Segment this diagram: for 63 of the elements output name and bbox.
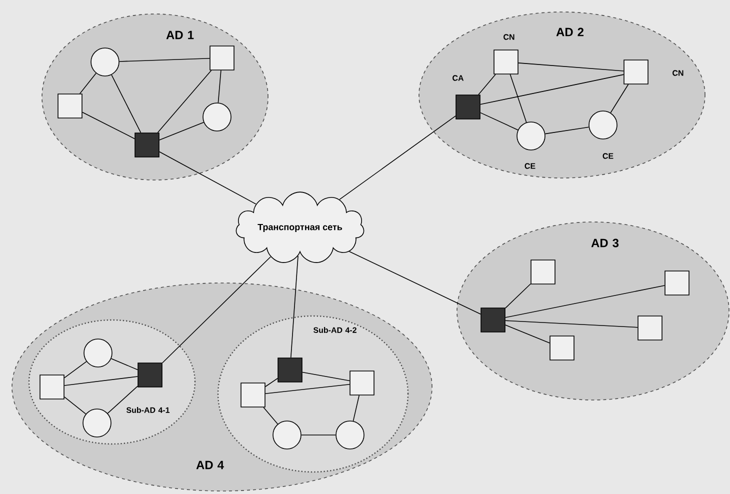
connector-line: [510, 74, 527, 123]
connector-line: [162, 256, 271, 364]
connector-line: [159, 122, 204, 140]
square-node: [664, 270, 690, 296]
square-node: [550, 336, 574, 360]
circle-node: [588, 110, 618, 140]
square-node: [278, 358, 302, 382]
connector-line: [478, 74, 496, 95]
connector-line: [480, 74, 624, 105]
square-node: [240, 382, 266, 408]
square-node: [350, 370, 374, 396]
connector-line: [544, 126, 590, 134]
square-node: [638, 316, 662, 340]
circle-node: [272, 420, 302, 450]
node-label: CE: [602, 153, 614, 159]
square-node: [210, 46, 234, 70]
connector-line: [505, 320, 638, 328]
connector-line: [159, 151, 256, 204]
connector-line: [64, 361, 87, 378]
square-node: [494, 50, 518, 74]
connector-line: [505, 283, 531, 308]
circle-node: [336, 420, 364, 450]
connector-line: [505, 285, 665, 318]
connector-line: [265, 378, 278, 387]
connector-line: [64, 396, 86, 414]
connector-line: [480, 112, 518, 130]
circle-node: [82, 408, 112, 438]
connector-line: [157, 70, 212, 133]
connector-line: [119, 58, 210, 62]
connector-line: [107, 386, 138, 414]
square-node: [134, 132, 160, 158]
square-node: [530, 260, 556, 284]
connector-line: [505, 324, 550, 344]
square-node: [480, 308, 506, 332]
connector-line: [111, 74, 142, 133]
square-node: [624, 60, 648, 84]
connector-line: [348, 251, 481, 314]
circle-node: [84, 338, 112, 368]
connector-line: [302, 372, 350, 382]
node-label: CN: [504, 34, 514, 40]
square-node: [40, 374, 64, 400]
cloud-node: Транспортная сеть: [236, 192, 364, 263]
connector-line: [301, 434, 336, 436]
connector-line: [218, 70, 222, 104]
connector-line: [82, 112, 135, 140]
connector-line: [518, 62, 624, 72]
connector-line: [339, 116, 456, 200]
circle-node: [516, 122, 546, 150]
connector-line: [110, 358, 138, 370]
connector-line: [265, 384, 350, 394]
square-node: [456, 94, 480, 120]
connector-line: [610, 84, 629, 114]
connector-line: [352, 394, 360, 422]
connector-line: [64, 376, 138, 386]
connector-line: [79, 72, 96, 94]
node-label: CN: [672, 70, 684, 76]
node-label: CE: [524, 163, 536, 169]
connector-line: [263, 406, 278, 424]
circle-node: [202, 102, 232, 132]
node-label: CA: [452, 75, 464, 81]
square-node: [58, 94, 82, 118]
square-node: [138, 362, 162, 388]
circle-node: [90, 48, 120, 76]
